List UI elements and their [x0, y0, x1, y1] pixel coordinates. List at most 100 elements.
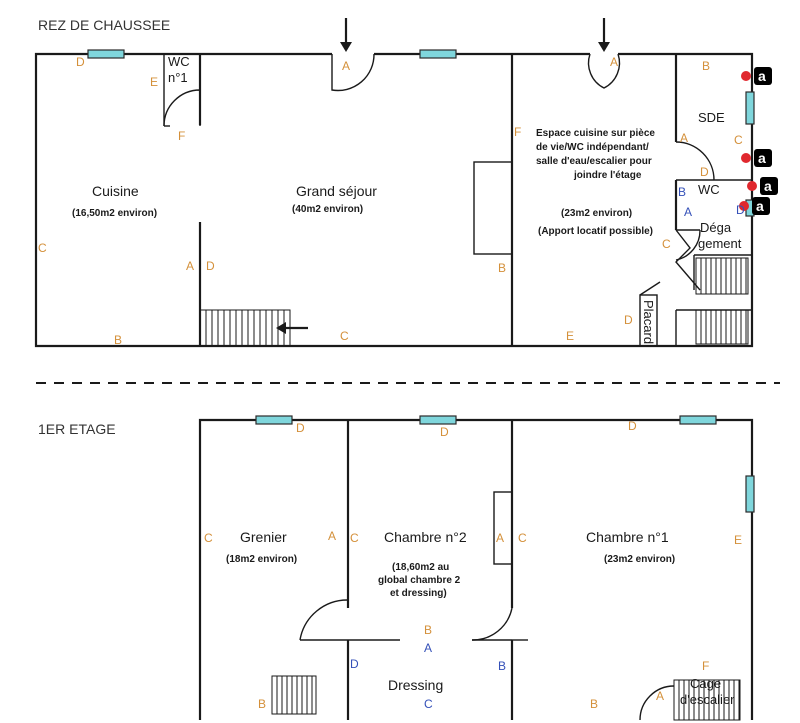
outlet-icon: [754, 149, 772, 167]
first-floor-stairs: [271, 675, 741, 721]
window: [87, 49, 125, 59]
wall-letter-d: D: [736, 203, 745, 217]
wall-letter-c: C: [424, 697, 433, 711]
wall-letter-d: D: [628, 419, 637, 433]
placard-label: Placard: [641, 300, 656, 344]
window: [419, 415, 457, 425]
wall-letter-e: E: [566, 329, 574, 343]
degagement-1: Déga: [700, 220, 732, 235]
room-sejour: Grand séjour: [296, 183, 377, 199]
wall-letter-b: B: [114, 333, 122, 347]
wall-letter-a: A: [496, 531, 504, 545]
room-cuisine: Cuisine: [92, 183, 139, 199]
outlet-icon-letter: a: [758, 68, 766, 84]
outlet-icon: [754, 67, 772, 85]
wall-letter-b: B: [424, 623, 432, 637]
outlet-icon-letter: a: [758, 150, 766, 166]
espace-line-3: salle d'eau/escalier pour: [536, 156, 652, 167]
window: [679, 415, 717, 425]
window: [419, 49, 457, 59]
wall-letter-a: A: [342, 59, 350, 73]
wall-letter-a: A: [656, 689, 664, 703]
wall-letter-c: C: [38, 241, 47, 255]
area-chambre1: (23m2 environ): [604, 554, 675, 565]
degagement-2: gement: [698, 236, 742, 251]
area-chambre2-3: et dressing): [390, 588, 447, 599]
area-grenier: (18m2 environ): [226, 554, 297, 565]
ground-room-labels: Cuisine (16,50m2 environ) Grand séjour (…: [72, 54, 742, 344]
wall-letter-a: A: [186, 259, 194, 273]
wc1-label-1: WC: [168, 54, 190, 69]
ground-floor-walls: [34, 52, 754, 348]
room-dressing: Dressing: [388, 677, 443, 693]
wall-letter-c: C: [340, 329, 349, 343]
wall-letter-b: B: [258, 697, 266, 711]
wall-letter-d: D: [624, 313, 633, 327]
wall-letter-a: A: [680, 131, 688, 145]
outlet-dot: [739, 201, 749, 211]
wall-letter-a: A: [328, 529, 336, 543]
outlet-icon: [752, 197, 770, 215]
outlet-dot: [747, 181, 757, 191]
wall-letter-c: C: [350, 531, 359, 545]
window: [745, 475, 755, 513]
outlet-dot: [741, 153, 751, 163]
wall-letter-f: F: [178, 129, 185, 143]
area-espace: (23m2 environ): [561, 208, 632, 219]
outlet-icon-letter: a: [756, 198, 764, 214]
espace-line-1: Espace cuisine sur pièce: [536, 128, 655, 139]
area-sejour: (40m2 environ): [292, 204, 363, 215]
wall-letter-c: C: [518, 531, 527, 545]
area-chambre2-2: global chambre 2: [378, 575, 461, 586]
ground-floor-doors: [163, 53, 715, 261]
window: [745, 91, 755, 125]
wall-letter-d: D: [296, 421, 305, 435]
wall-letter-f: F: [514, 125, 521, 139]
window: [255, 415, 293, 425]
espace-line-4: joindre l'étage: [573, 170, 642, 181]
wall-letter-b: B: [590, 697, 598, 711]
escalier-1: Cage: [690, 676, 721, 691]
wall-letter-c: C: [662, 237, 671, 251]
wall-letter-b: B: [498, 659, 506, 673]
ground-floor-title: REZ DE CHAUSSEE: [38, 17, 170, 33]
wall-letter-c: C: [204, 531, 213, 545]
first-floor-title: 1ER ETAGE: [38, 421, 116, 437]
wall-letter-a: A: [684, 205, 692, 219]
outlet-dot: [741, 71, 751, 81]
first-floor-walls: [198, 418, 754, 720]
room-chambre1: Chambre n°1: [586, 529, 669, 545]
espace-note: (Apport locatif possible): [538, 226, 653, 237]
wc1-label-2: n°1: [168, 70, 188, 85]
first-floor-doors: [299, 599, 675, 721]
wall-letter-a: A: [424, 641, 432, 655]
ground-stairs: [199, 257, 749, 720]
wall-letter-a: A: [610, 55, 618, 69]
wall-letter-d: D: [206, 259, 215, 273]
wall-letter-c: C: [734, 133, 743, 147]
first-windows: [255, 415, 755, 513]
wall-letter-e: E: [150, 75, 158, 89]
wall-letter-d: D: [700, 165, 709, 179]
wall-letter-b: B: [702, 59, 710, 73]
outlet-icon: [760, 177, 778, 195]
wall-letter-d: D: [76, 55, 85, 69]
room-wc2: WC: [698, 182, 720, 197]
wall-letter-d: D: [350, 657, 359, 671]
room-chambre2: Chambre n°2: [384, 529, 467, 545]
room-sde: SDE: [698, 110, 725, 125]
wall-letter-b: B: [498, 261, 506, 275]
wall-letter-b: B: [678, 185, 686, 199]
area-chambre2-1: (18,60m2 au: [392, 562, 449, 573]
outlet-icon-letter: a: [764, 178, 772, 194]
wall-letter-f: F: [702, 659, 709, 673]
entrance-arrows: [276, 18, 610, 334]
wall-letter-e: E: [734, 533, 742, 547]
first-room-labels: Grenier (18m2 environ) Chambre n°2 (18,6…: [226, 529, 735, 707]
espace-line-2: de vie/WC indépendant/: [536, 142, 649, 153]
room-grenier: Grenier: [240, 529, 287, 545]
escalier-2: d'escalier: [680, 692, 735, 707]
